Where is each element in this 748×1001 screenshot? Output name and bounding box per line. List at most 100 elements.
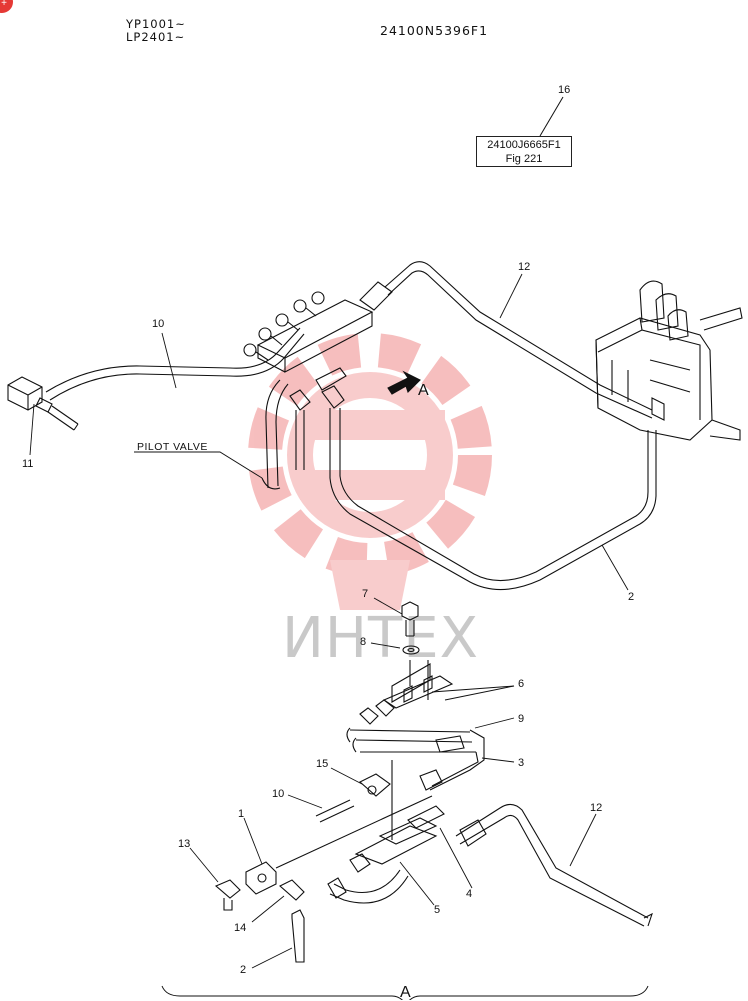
leader-5 [399, 861, 435, 906]
callout-2-low: 2 [240, 964, 247, 976]
clamp-bolt [349, 853, 371, 873]
leader-3 [481, 757, 515, 763]
clamp-5-top [378, 817, 438, 845]
manifold-block-front [257, 345, 286, 373]
callout-10-top: 10 [152, 318, 165, 330]
callout-3: 3 [518, 757, 525, 769]
clamp-6-tabs [403, 675, 433, 703]
callout-10-low: 10 [272, 788, 285, 800]
leader-2-low [251, 947, 293, 969]
pipe-3 [429, 729, 485, 791]
valve-detail-lines [611, 359, 691, 402]
pipe-12-top-inner [387, 270, 653, 419]
callout-1: 1 [238, 808, 245, 820]
callout-5: 5 [434, 904, 441, 916]
pipe-12-low-inner [459, 814, 645, 927]
leader-16 [539, 96, 564, 137]
manifold-fitting-3 [275, 313, 289, 327]
pipe-2-outer [329, 408, 657, 591]
callout-13: 13 [178, 838, 191, 850]
tee-fitting [315, 367, 347, 391]
clamp-4-top [407, 805, 445, 829]
pipe-12-low-outer [455, 803, 649, 919]
pipe-10-outer [45, 327, 301, 393]
pipe-2-inner [339, 408, 649, 582]
leader-6b [431, 685, 515, 693]
washer-8 [402, 645, 420, 655]
callout-8: 8 [360, 636, 367, 648]
callout-7: 7 [362, 588, 369, 600]
manifold-fitting-5 [311, 291, 325, 305]
view-a-bracket-label: A [400, 984, 411, 1001]
reference-box[interactable]: 24100J6665F1 Fig 221 [476, 136, 572, 167]
leader-lines [29, 273, 629, 969]
leader-8 [370, 642, 401, 649]
washer-8-hole [407, 647, 415, 653]
watermark-text: ИНТЕХ [282, 606, 479, 671]
pilot-tube-end [261, 477, 281, 490]
leader-2-top [601, 544, 629, 591]
callout-12-top: 12 [518, 261, 531, 273]
tube-10-short [315, 799, 355, 823]
sensor-11-probe [47, 405, 79, 431]
corner-badge: + [0, 0, 13, 13]
callout-4: 4 [466, 888, 473, 900]
bolt-7-head [401, 601, 419, 621]
leader-15 [330, 767, 363, 785]
coupling-12-low [459, 819, 487, 847]
view-a-bracket [161, 985, 649, 1000]
pipe-2-low-loop [329, 869, 409, 904]
leader-11 [29, 403, 35, 456]
elbow-fitting-1 [289, 389, 311, 411]
valve-spool-3 [667, 309, 689, 341]
drawing-number: 24100N5396F1 [380, 23, 489, 38]
reference-fig: Fig 221 [505, 153, 543, 165]
manifold-fitting-4 [293, 299, 307, 313]
callout-16: 16 [558, 84, 571, 96]
view-a-label: A [418, 382, 429, 399]
control-valve-edges [595, 317, 701, 420]
pilot-valve-label: PILOT VALVE [137, 441, 208, 453]
reference-part-number: 24100J6665F1 [487, 139, 561, 151]
manifold-9-tubes [349, 729, 476, 753]
leader-6a [444, 685, 515, 701]
manifold-fitting-1 [243, 343, 257, 357]
control-valve-body [595, 317, 713, 441]
sensor-11-body [7, 376, 43, 411]
bolt-7-shank [405, 620, 415, 637]
leader-12-low [569, 813, 597, 867]
sensor-11-edges [7, 384, 43, 410]
clamp-6-top [382, 675, 454, 709]
leader-10-low [287, 794, 323, 809]
manifold-9-collar [435, 735, 465, 753]
watermark-logo [248, 333, 492, 610]
leader-12-top [499, 273, 523, 319]
pipe-12-low-end [643, 912, 653, 927]
manifold-block-side [284, 312, 373, 373]
manifold-9-ends [346, 727, 357, 753]
elbow-15 [359, 773, 391, 797]
pipe-12-top-outer [384, 261, 653, 411]
serial-range-yp: YP1001~ [126, 17, 186, 31]
valve-spool-2 [655, 293, 679, 331]
assembly-line-1 [275, 795, 433, 869]
callout-2-top: 2 [628, 591, 635, 603]
callout-15: 15 [316, 758, 329, 770]
leader-13 [189, 847, 219, 883]
leader-1 [243, 817, 263, 865]
fitting-1 [245, 861, 277, 895]
valve-spool-1 [639, 280, 665, 323]
collar-3 [419, 769, 443, 791]
coupling-12 [359, 281, 393, 311]
leader-14 [251, 895, 285, 923]
tube-down-1 [295, 410, 305, 470]
manifold-fitting-stems [255, 307, 317, 361]
pilot-tube [265, 379, 289, 489]
pipe-2-low-fitting [327, 877, 347, 899]
elbow-fitting-2 [321, 385, 345, 409]
upper-assembly [7, 261, 743, 591]
manifold-fitting-2 [258, 327, 272, 341]
leader-7 [373, 597, 403, 615]
tube-2-low [291, 909, 305, 963]
